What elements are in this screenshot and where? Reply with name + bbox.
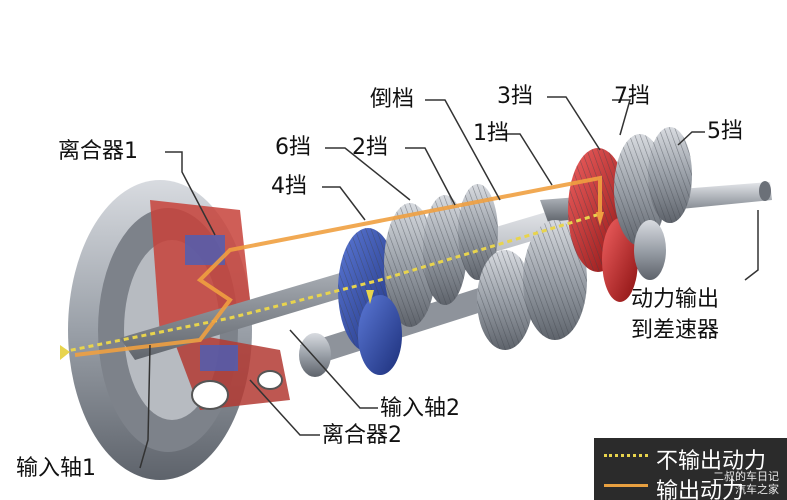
leader-lines: [139, 96, 759, 469]
legend-row-no-power: 不输出动力: [594, 440, 787, 474]
watermark: 二叔的车日记 汽车之家: [713, 470, 779, 496]
label-gear5: 5挡: [707, 119, 743, 144]
label-gear1: 1挡: [473, 121, 509, 146]
watermark-line2: 汽车之家: [735, 483, 779, 496]
label-output-line2: 到差速器: [631, 318, 720, 343]
label-input-shaft2: 输入轴2: [380, 396, 460, 421]
label-clutch1: 离合器1: [58, 139, 138, 164]
legend-label-no-power: 不输出动力: [656, 449, 767, 474]
label-gear7: 7挡: [614, 84, 650, 109]
label-gear2: 2挡: [352, 135, 388, 160]
label-clutch2: 离合器2: [322, 423, 402, 448]
label-gear6: 6挡: [275, 135, 311, 160]
legend: 不输出动力 输出动力: [594, 438, 787, 500]
legend-label-power: 输出动力: [656, 479, 745, 500]
legend-dotted-line: [604, 454, 648, 457]
legend-row-power: 输出动力: [594, 470, 787, 500]
label-gear4: 4挡: [271, 174, 307, 199]
label-input-shaft1: 输入轴1: [16, 456, 96, 481]
label-gear3: 3挡: [497, 84, 533, 109]
power-flow: [60, 175, 604, 360]
label-output-line1: 动力输出: [631, 287, 720, 312]
legend-solid-line: [604, 484, 648, 487]
label-reverse: 倒档: [370, 87, 415, 112]
clutch-housing: [68, 180, 290, 480]
watermark-line1: 二叔的车日记: [713, 470, 779, 483]
